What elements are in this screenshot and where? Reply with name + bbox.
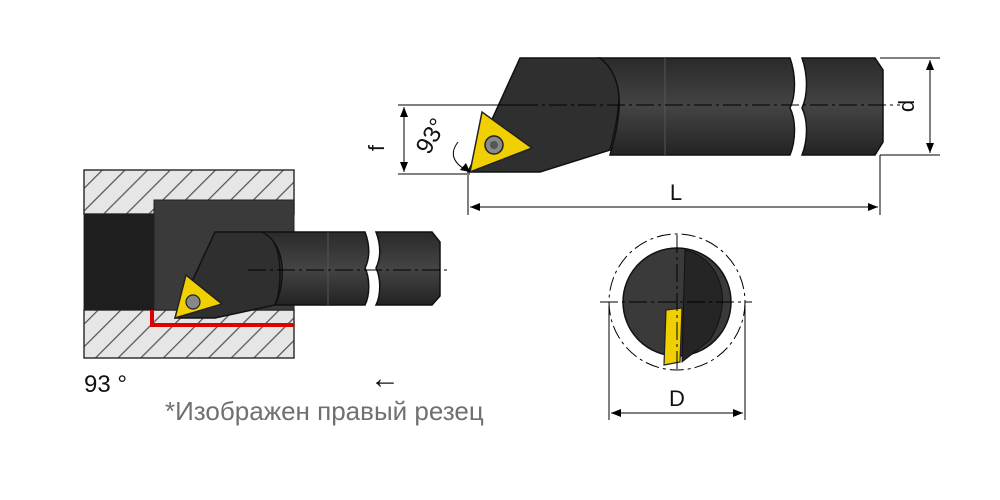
insert-small [173,273,224,320]
dimension-L: L [467,155,881,215]
dim-f-label: f [364,144,389,151]
angle-bottom-label: 93 ° [84,371,127,398]
angle-indicator-top: 93° [411,114,471,173]
end-view: D [600,233,752,420]
bar-shank-right [800,57,884,156]
dimension-f: f [364,104,520,175]
note-text: *Изображен правый резец [165,396,484,426]
bore-shadow [84,214,154,310]
dim-D-label: D [669,386,685,411]
bar-shank-small-left [261,231,370,306]
dim-d-label: d [894,100,919,112]
feed-direction-arrow: ← [370,362,400,395]
bar-flat-side [681,249,723,364]
cut-path-line [150,310,294,327]
dim-L-label: L [670,180,682,205]
boring-bar-side-view [466,57,900,174]
boring-bar-in-workpiece [150,231,450,327]
bar-shank-small-right [374,231,441,306]
insert-small-screw-icon [185,294,201,310]
angle-top-label: 93° [411,114,453,159]
bar-shank-left [597,57,796,156]
insert-end [663,307,683,366]
dimension-d: d [880,57,940,156]
